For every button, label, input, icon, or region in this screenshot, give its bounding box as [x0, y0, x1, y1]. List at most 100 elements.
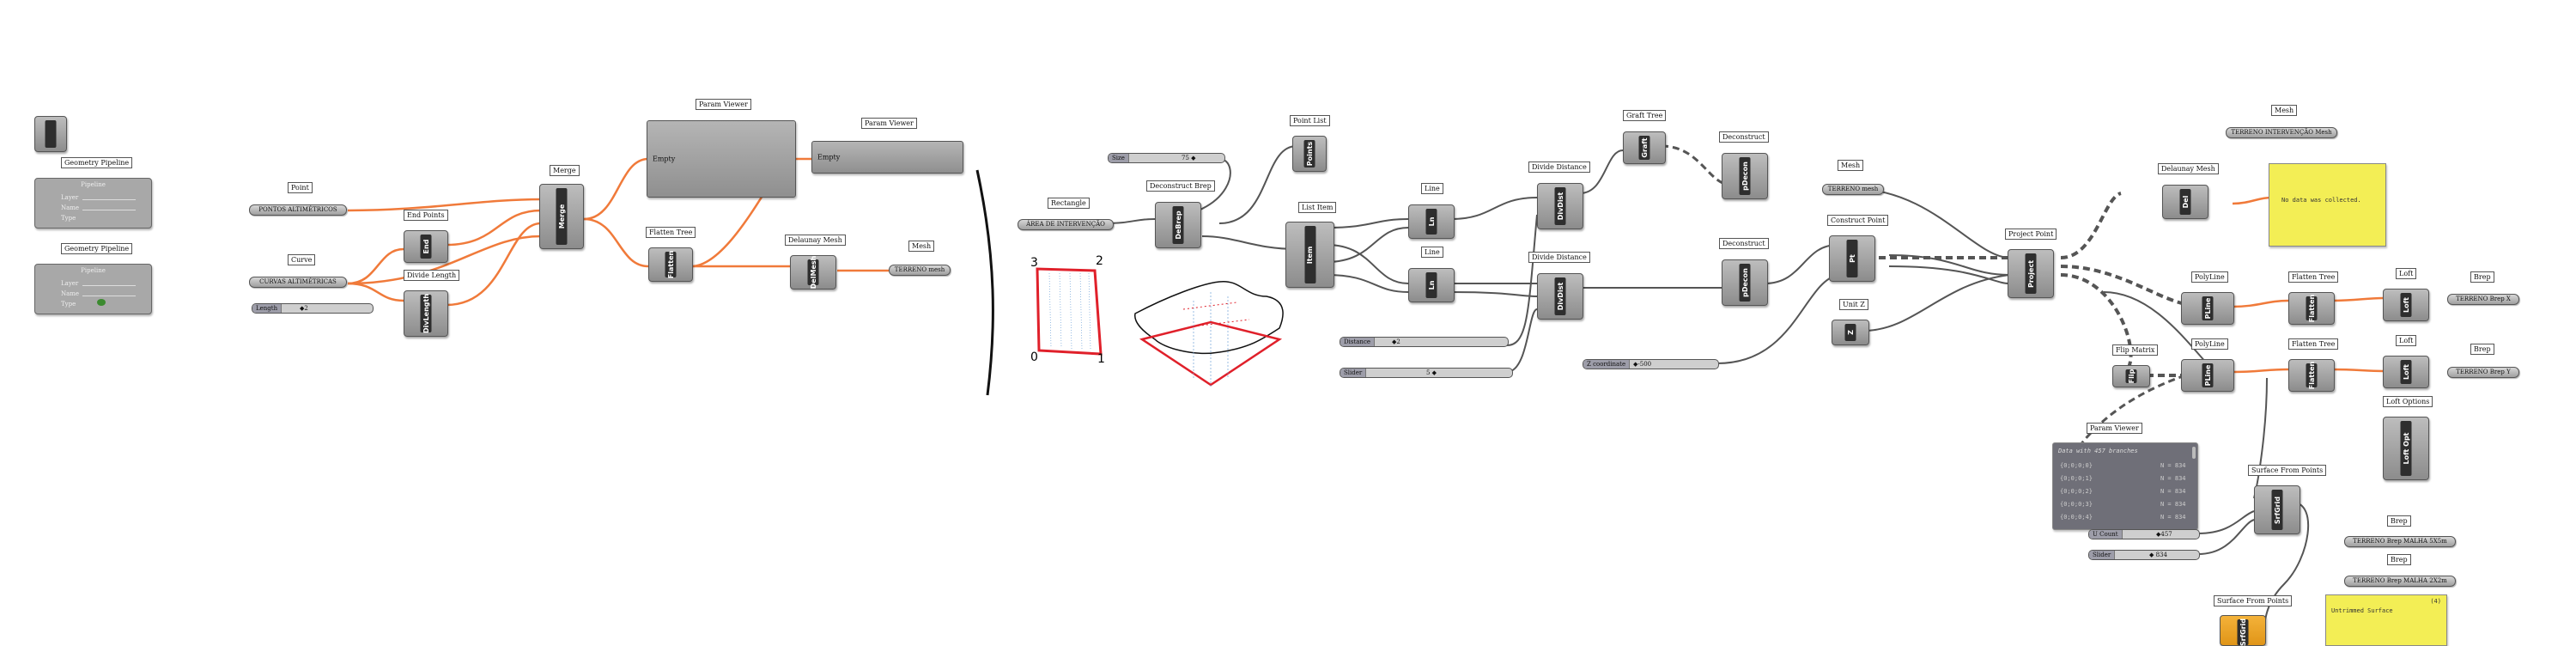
slider-slider-2[interactable]: Slider ◆ 834: [2088, 550, 2200, 560]
surface-from-points-component-1[interactable]: SrfGrid: [2254, 485, 2300, 534]
param-area[interactable]: ÁREA DE INTERVENÇÃO: [1018, 219, 1114, 230]
panel-row-value: N = 834: [2160, 501, 2186, 508]
brep-label-2: Brep: [2470, 344, 2494, 355]
slider-u-count[interactable]: U Count ◆457: [2088, 529, 2200, 539]
line-component-2[interactable]: Ln: [1408, 268, 1455, 302]
end-points-component[interactable]: End: [404, 230, 448, 263]
component-name: Project: [2026, 259, 2035, 288]
line-component-1[interactable]: Ln: [1408, 204, 1455, 239]
param-viewer-data-panel[interactable]: Data with 457 branches {0;0;0;0} N = 834…: [2052, 442, 2198, 530]
polyline-component-2[interactable]: PLine: [2181, 359, 2234, 392]
flatten-tree-label-1: Flatten Tree: [646, 227, 696, 238]
wire: [1326, 244, 1409, 284]
deconstruct-component-2[interactable]: pDecon: [1722, 259, 1768, 306]
loft-component-1[interactable]: Loft: [2383, 289, 2429, 321]
component-name: SrfGrid: [2273, 496, 2281, 524]
flatten-tree-component-1[interactable]: Flatten: [648, 247, 693, 282]
slider-name: Slider: [2089, 551, 2116, 559]
slider-z-coordinate[interactable]: Z coordinate ◆-500: [1583, 359, 1719, 369]
component-name: PLine: [2203, 364, 2212, 387]
wire: [446, 209, 542, 247]
slider-slider[interactable]: Slider 5 ◆: [1340, 368, 1513, 378]
point-list-component[interactable]: Points: [1292, 136, 1327, 172]
untrimmed-surface-panel[interactable]: Untrimmed Surface (4): [2325, 594, 2447, 646]
geometry-pipeline-2[interactable]: Pipeline Layer Name Type: [34, 264, 152, 314]
wire: [2060, 192, 2122, 259]
wire: [2330, 296, 2384, 302]
pipeline-title: Pipeline: [81, 267, 106, 274]
component-name: Z: [1846, 330, 1855, 335]
wire: [347, 235, 542, 285]
param-viewer-label-1: Param Viewer: [696, 99, 751, 110]
flip-matrix-component[interactable]: Flip: [2112, 365, 2150, 387]
green-leaf-icon: [97, 299, 106, 306]
param-curvas[interactable]: CURVAS ALTIMÉTRICAS: [249, 277, 347, 288]
delaunay-mesh-component-2[interactable]: Del: [2162, 185, 2208, 219]
wire: [1888, 265, 2010, 284]
construct-point-component[interactable]: Pt: [1829, 235, 1875, 282]
component-name: PLine: [2203, 297, 2212, 320]
slider-name: U Count: [2089, 530, 2123, 539]
panel-text: Untrimmed Surface: [2331, 607, 2393, 614]
component-name: Loft: [2402, 297, 2410, 313]
component-name: Points: [1305, 141, 1314, 167]
rectangle-sketch: 3 2 0 1: [1030, 254, 1105, 366]
merge-component[interactable]: Merge: [539, 184, 584, 249]
slider-size[interactable]: Size 75 ◆: [1108, 153, 1225, 163]
wire: [1326, 274, 1409, 293]
wire: [2060, 273, 2133, 375]
mesh-label-1: Mesh: [908, 241, 935, 252]
graft-tree-component[interactable]: Graft: [1623, 131, 1666, 164]
param-brep-y[interactable]: TERRENO Brep Y: [2447, 367, 2519, 378]
mesh-label-2: Mesh: [1838, 160, 1864, 171]
panel-row-path: {0;0;0;1}: [2060, 475, 2093, 482]
param-brep-x[interactable]: TERRENO Brep X: [2447, 294, 2519, 305]
param-terreno-mesh[interactable]: TERRENO mesh: [1822, 184, 1884, 195]
delaunay-mesh-component-1[interactable]: DelMesh: [790, 255, 836, 289]
unit-z-component[interactable]: Z: [1832, 320, 1869, 345]
list-item-component[interactable]: Item: [1285, 222, 1334, 288]
param-pontos[interactable]: PONTOS ALTIMÉTRICOS: [249, 204, 347, 216]
wire: [446, 222, 542, 307]
end-points-label: End Points: [404, 210, 448, 221]
slider-distance[interactable]: Distance ◆2: [1340, 337, 1509, 347]
flatten-tree-component-3[interactable]: Flatten: [2288, 359, 2335, 392]
deconstruct-brep-component[interactable]: DeBrep: [1155, 202, 1201, 248]
loft-options-label: Loft Options: [2383, 396, 2433, 407]
wire: [583, 157, 649, 221]
wire: [2232, 196, 2272, 205]
top-left-component[interactable]: [34, 116, 67, 152]
loft-component-2[interactable]: Loft: [2383, 356, 2429, 388]
divide-distance-component-1[interactable]: DivDist: [1537, 183, 1583, 229]
divide-length-component[interactable]: DivLength: [404, 290, 448, 337]
panel-row-value: N = 834: [2160, 462, 2186, 469]
output-panel-yellow[interactable]: No data was collected.: [2269, 163, 2386, 247]
param-brep-malha-2[interactable]: TERRENO Brep MALHA 2X2m: [2344, 576, 2456, 587]
param-brep-malha-5[interactable]: TERRENO Brep MALHA 5X5m: [2344, 536, 2456, 547]
deconstruct-component-1[interactable]: pDecon: [1722, 153, 1768, 199]
loft-options-component[interactable]: Loft Opt: [2383, 417, 2429, 480]
panel-header: Data with 457 branches: [2058, 448, 2138, 454]
panel-scrollbar[interactable]: [2192, 447, 2196, 459]
deconstruct-brep-label: Deconstruct Brep: [1146, 180, 1215, 192]
panel-row-path: {0;0;0;2}: [2060, 488, 2093, 495]
panel-row-path: {0;0;0;4}: [2060, 514, 2093, 521]
pipeline-row: Type: [61, 301, 76, 308]
geometry-pipeline-1[interactable]: Pipeline Layer Name Type: [34, 178, 152, 229]
wire: [2197, 510, 2255, 534]
flatten-tree-component-2[interactable]: Flatten: [2288, 292, 2335, 325]
panel-row-path: {0;0;0;3}: [2060, 501, 2093, 508]
param-viewer-1[interactable]: Empty: [647, 120, 796, 198]
wire: [1862, 274, 2010, 332]
param-terreno-intervencao-mesh[interactable]: TERRENO INTERVENÇÃO Mesh: [2226, 127, 2337, 138]
line-label-2: Line: [1421, 247, 1443, 258]
polyline-component-1[interactable]: PLine: [2181, 292, 2234, 325]
param-viewer-2[interactable]: Empty: [811, 141, 963, 174]
surface-from-points-component-2[interactable]: SrfGrid: [2220, 615, 2266, 646]
project-point-component[interactable]: Project: [2008, 249, 2054, 298]
slider-value: 75 ◆: [1182, 155, 1196, 162]
slider-name: Slider: [1340, 369, 1367, 377]
divide-distance-component-2[interactable]: DivDist: [1537, 273, 1583, 320]
slider-length[interactable]: Length ◆2: [252, 303, 374, 314]
param-terreno-mesh-small[interactable]: TERRENO mesh: [889, 265, 951, 276]
